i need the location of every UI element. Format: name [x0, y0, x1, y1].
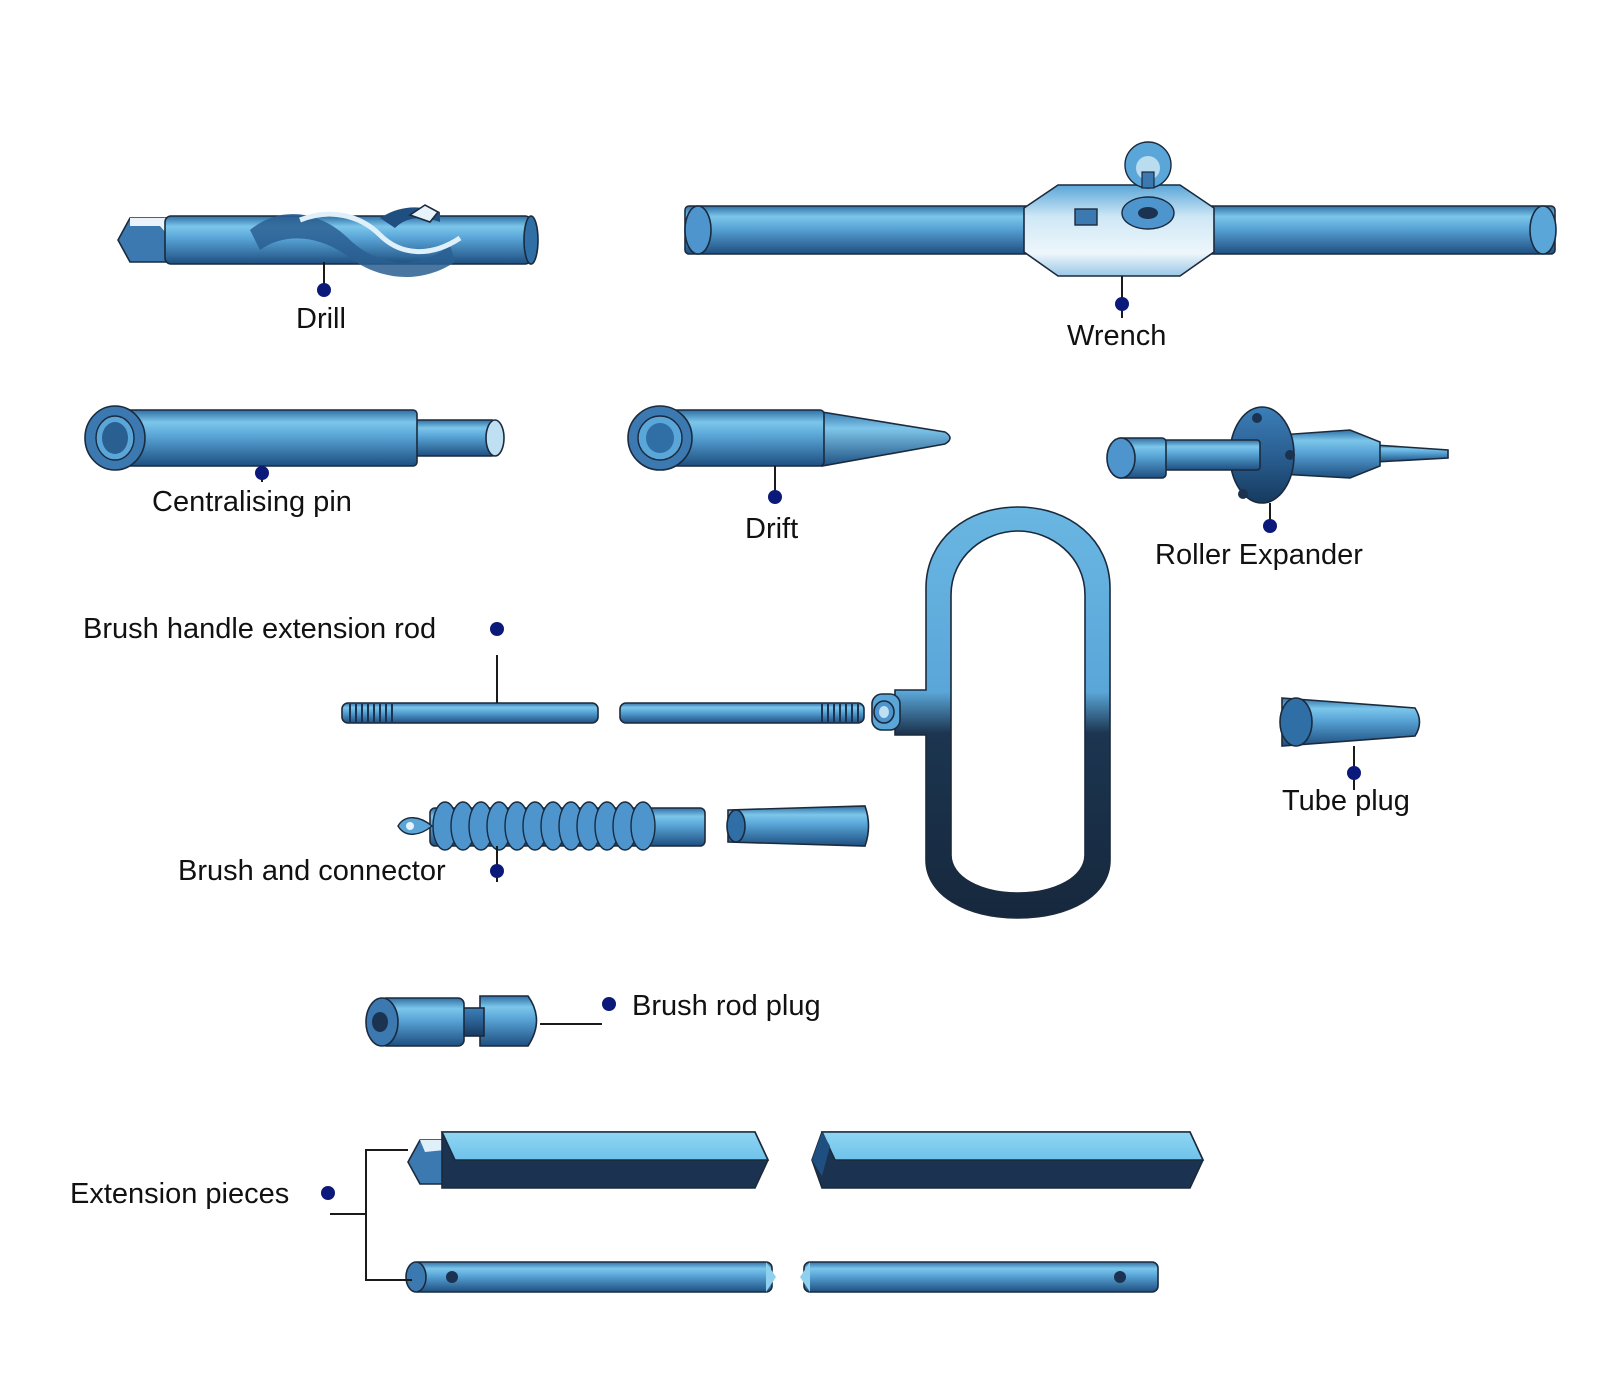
drill-illustration [117, 204, 539, 278]
brush-and-connector-label: Brush and connector [178, 855, 446, 887]
extension-pieces-label: Extension pieces [70, 1178, 290, 1210]
drill-label: Drill [296, 303, 346, 335]
extension-pieces-illustration [405, 1131, 1205, 1293]
wrench-bullet [1115, 297, 1129, 311]
centralising-pin-label: Centralising pin [152, 486, 352, 518]
extension-rod-bullet [490, 622, 504, 636]
wrench-label: Wrench [1067, 320, 1167, 352]
brush-and-connector-bullet [490, 864, 504, 878]
drift-bullet [768, 490, 782, 504]
extension-rod-illustration [341, 702, 865, 724]
tube-plug-bullet [1347, 766, 1361, 780]
brush-rod-plug-illustration [365, 995, 538, 1047]
brush-handle-extension-rod-label: Brush handle extension rod [83, 613, 437, 645]
centralising-pin-illustration [84, 405, 505, 471]
wrench-illustration [684, 141, 1557, 277]
roller-expander-illustration [1106, 406, 1449, 504]
centralising-pin-bullet [255, 466, 269, 480]
drill-bullet [317, 283, 331, 297]
tube-plug-label: Tube plug [1282, 785, 1410, 817]
tube-plug-illustration [1279, 697, 1421, 747]
extension-pieces-bullet [321, 1186, 335, 1200]
drift-illustration [627, 405, 951, 471]
drift-label: Drift [745, 513, 799, 545]
brush-and-connector-illustration [397, 801, 870, 851]
brush-rod-plug-bullet [602, 997, 616, 1011]
brush-rod-plug-label: Brush rod plug [632, 990, 821, 1022]
brush-handle-illustration [871, 506, 1111, 919]
roller-expander-bullet [1263, 519, 1277, 533]
roller-expander-label: Roller Expander [1155, 539, 1363, 571]
